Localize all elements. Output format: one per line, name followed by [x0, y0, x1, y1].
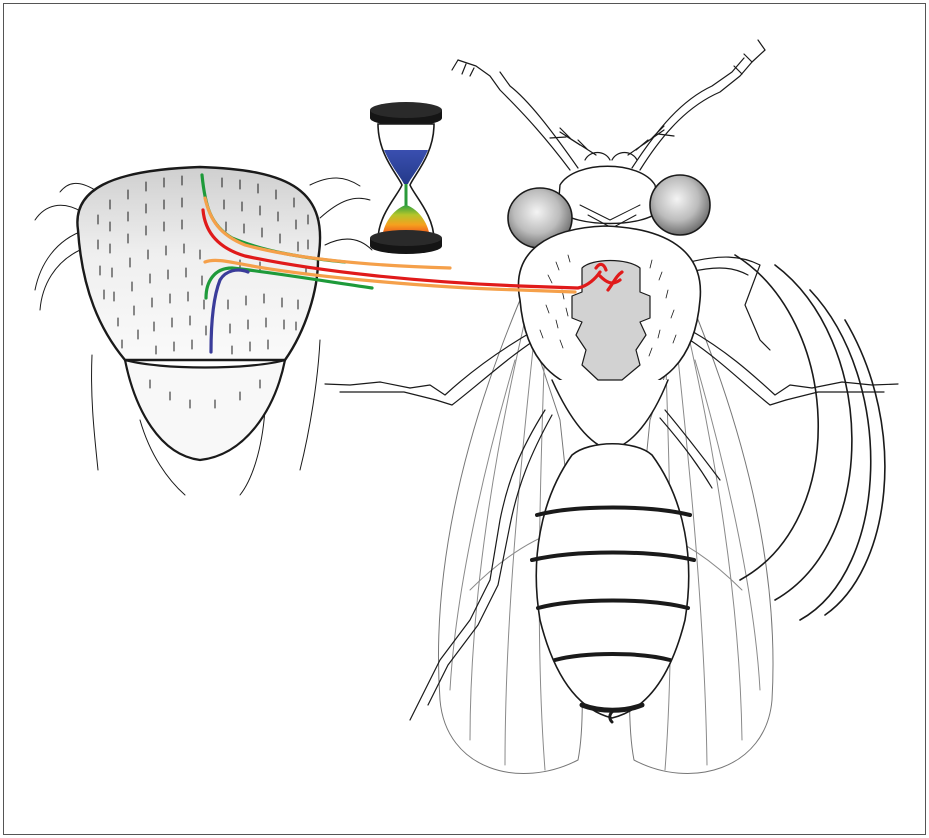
- figure-frame: [4, 4, 926, 835]
- right-compound-eye: [650, 175, 710, 235]
- notum-pattern: [572, 261, 650, 381]
